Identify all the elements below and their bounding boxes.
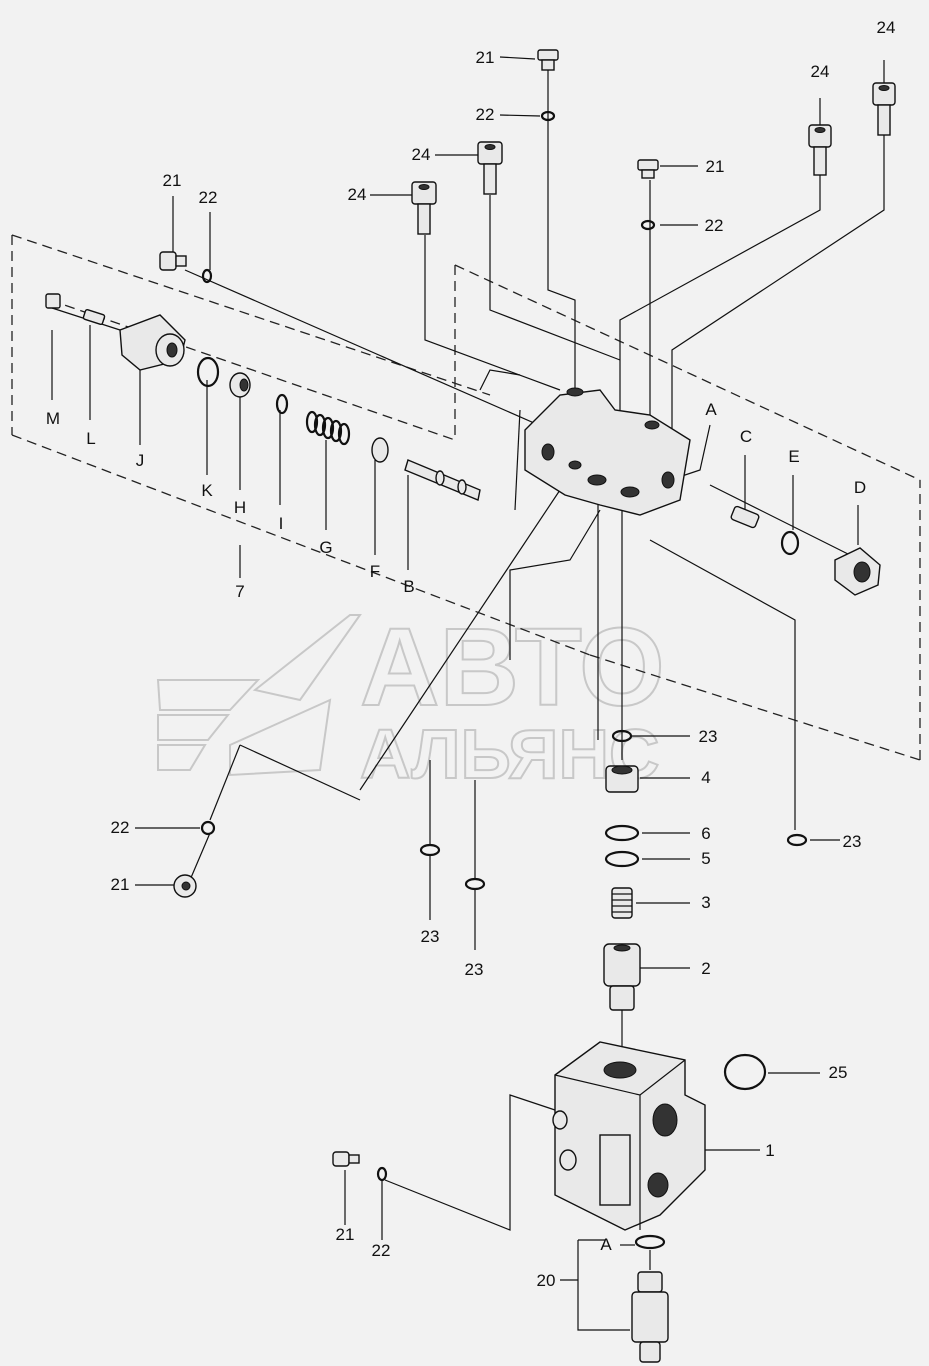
part-label-k: K <box>201 481 213 500</box>
o-ring-A-bottom <box>634 1234 666 1250</box>
part-label-l: L <box>86 429 95 448</box>
part-label-22: 22 <box>705 216 724 235</box>
socket-head-bolt-24-far-right <box>872 82 896 136</box>
cap-nut-M <box>45 293 61 309</box>
part-label-2: 2 <box>701 959 710 978</box>
o-ring-22-mid <box>640 219 656 231</box>
part-label-23: 23 <box>465 960 484 979</box>
plug-21-mid <box>637 159 659 179</box>
poppet-2 <box>603 943 641 1011</box>
watermark-line1: АВТО <box>360 606 665 729</box>
part-label-23: 23 <box>421 927 440 946</box>
o-ring-22-upper-left <box>201 268 213 284</box>
o-ring-23-lower <box>464 877 486 891</box>
part-label-21: 21 <box>336 1225 355 1244</box>
part-label-24: 24 <box>412 145 431 164</box>
part-label-21: 21 <box>706 157 725 176</box>
part-label-i: I <box>279 514 284 533</box>
set-screw-L <box>82 308 106 326</box>
part-label-20: 20 <box>537 1271 556 1290</box>
part-label-4: 4 <box>701 768 710 787</box>
o-ring-22-lower-left <box>200 820 216 836</box>
plug-21-lower-left <box>173 874 197 898</box>
plug-D <box>834 547 881 596</box>
o-ring-5 <box>604 850 640 868</box>
part-label-j: J <box>136 451 145 470</box>
part-label-21: 21 <box>111 875 130 894</box>
part-label-25: 25 <box>829 1063 848 1082</box>
plug-21-lower <box>332 1151 360 1167</box>
spool-B <box>404 459 481 501</box>
part-labels: 21222424242421222122MLJKHIGFB7ACED234652… <box>46 18 896 1290</box>
part-label-3: 3 <box>701 893 710 912</box>
plug-21-top <box>537 49 559 71</box>
part-label-h: H <box>234 498 246 517</box>
part-label-a: A <box>705 400 717 419</box>
part-label-22: 22 <box>111 818 130 837</box>
part-label-24: 24 <box>811 62 830 81</box>
snap-ring-I <box>275 393 289 415</box>
part-label-21: 21 <box>163 171 182 190</box>
part-label-7: 7 <box>235 582 244 601</box>
o-ring-23-right <box>786 833 808 847</box>
part-label-f: F <box>370 562 380 581</box>
socket-head-bolt-24-left <box>411 181 437 235</box>
part-label-6: 6 <box>701 824 710 843</box>
check-valve-C <box>730 505 760 529</box>
o-ring-22-lower <box>376 1166 388 1182</box>
part-label-23: 23 <box>699 727 718 746</box>
part-label-c: C <box>740 427 752 446</box>
spring-3 <box>611 887 633 919</box>
part-label-23: 23 <box>843 832 862 851</box>
part-label-24: 24 <box>348 185 367 204</box>
part-label-b: B <box>403 577 414 596</box>
o-ring-25 <box>723 1053 767 1091</box>
valve-body-upper <box>524 387 691 516</box>
part-label-5: 5 <box>701 849 710 868</box>
backup-ring-6 <box>604 824 640 842</box>
part-label-22: 22 <box>199 188 218 207</box>
part-label-a: A <box>600 1235 612 1254</box>
part-label-e: E <box>788 447 799 466</box>
o-ring-23-left <box>419 843 441 857</box>
part-label-22: 22 <box>476 105 495 124</box>
part-label-21: 21 <box>476 48 495 67</box>
socket-head-bolt-24-center <box>477 141 503 195</box>
part-label-24: 24 <box>877 18 896 37</box>
o-ring-K <box>196 356 220 388</box>
part-label-1: 1 <box>765 1141 774 1160</box>
adjuster-housing-J <box>119 314 186 371</box>
sleeve-4 <box>605 765 639 793</box>
socket-head-bolt-24-right <box>808 124 832 176</box>
o-ring-23-upper <box>611 729 633 743</box>
plug-21-upper-left <box>159 251 187 271</box>
part-label-22: 22 <box>372 1241 391 1260</box>
part-label-g: G <box>319 538 332 557</box>
o-ring-E <box>780 530 800 556</box>
part-label-m: M <box>46 409 60 428</box>
washer-F <box>371 437 389 463</box>
watermark-logo <box>156 614 362 777</box>
o-ring-22-top <box>540 110 556 122</box>
part-label-d: D <box>854 478 866 497</box>
relief-valve-20 <box>631 1271 669 1363</box>
valve-body-1 <box>552 1041 706 1231</box>
spring-G <box>305 410 351 446</box>
spring-seat-H <box>229 372 251 398</box>
